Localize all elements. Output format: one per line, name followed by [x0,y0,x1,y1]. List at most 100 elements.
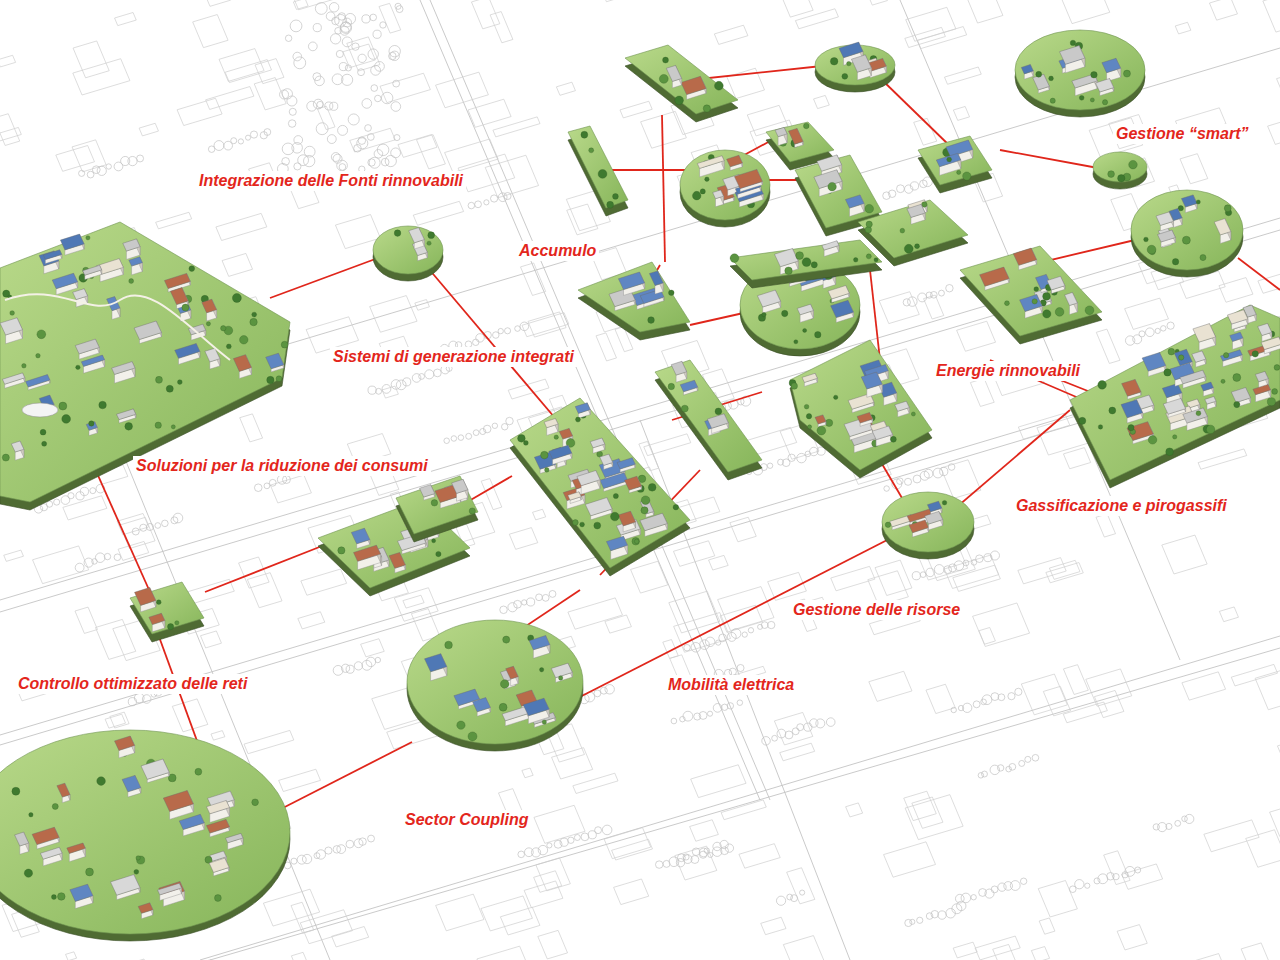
sketch-block [1031,947,1049,960]
sketch-tree [264,483,270,489]
sketch-block [869,671,912,701]
sketch-block [398,135,437,158]
tree-dot [542,720,546,724]
building-roof [81,355,104,366]
sketch-tree [997,765,1003,771]
feature-label: Sector Coupling [402,810,532,830]
sketch-tree [352,43,359,50]
building-roof [233,355,251,372]
building-roof [559,428,572,439]
sketch-tree [337,160,348,171]
tree-dot [715,408,722,415]
tree-dot [168,774,176,782]
building-roof [32,827,59,844]
red-link [428,268,555,418]
sketch-tree [1010,881,1020,891]
sketch-tree [1139,331,1145,337]
sketch-block [944,67,981,84]
sketch-tree [473,430,479,436]
tree-dot [853,258,857,262]
sketch-block [573,773,618,793]
sketch-block [332,927,369,947]
sketch-tree [79,170,85,176]
sketch-block [1270,805,1280,837]
sketch-block [975,936,1020,960]
sketch-tree [374,150,383,159]
sketch-tree [938,911,946,919]
tree-dot [811,262,817,268]
building-roof [158,883,182,895]
sketch-tree [339,63,347,71]
sketch-block [761,917,786,935]
building-roof [1162,384,1182,398]
tree-dot [613,194,619,200]
tree-dot [1179,355,1184,360]
building-roof [907,204,925,217]
site-plate [130,582,204,642]
sketch-tree [700,640,710,650]
sketch-block [1277,69,1280,97]
sketch-tree [1069,886,1076,893]
red-links [92,66,1280,812]
sketch-tree [536,594,543,601]
sketch-tree [785,731,793,739]
sketch-tree [737,700,743,706]
sketch-tree [905,919,912,926]
sketch-block [493,117,540,137]
sketch-block [301,569,347,595]
sketch-block [255,59,284,84]
building-roof [149,613,165,624]
tree-dot [785,267,793,275]
sketch-tree [940,467,948,475]
sketch-tree [721,704,727,710]
building-roof [681,76,706,94]
sketch-tree [290,20,302,32]
feature-label: Soluzioni per la riduzione dei consumi [133,456,431,476]
tree-dot [942,500,947,505]
tree-dot [436,551,441,556]
building-roof [164,273,190,288]
tree-dot [611,512,620,521]
tree-dot [137,856,145,864]
building-roof [851,55,871,72]
sketch-tree [373,30,381,38]
tree-dot [1055,308,1064,317]
disc-vignette [0,730,290,941]
sketch-tree [884,486,890,492]
tree-dot [1091,72,1098,79]
sketch-block [115,12,137,25]
plate-top [396,476,478,534]
sketch-tree [998,883,1006,891]
sketch-tree [605,685,614,694]
sketch-block [1241,943,1273,960]
sketch-block [413,201,463,225]
sketch-block [524,881,563,908]
feature-label: Mobilità elettrica [665,675,797,695]
sketch-tree [75,563,84,572]
tree-dot [1043,310,1051,318]
building-roof [1180,370,1206,384]
sketch-block [1125,298,1169,329]
sketch-tree [484,200,489,205]
sketch-tree [245,135,250,140]
sketch-block [970,378,994,406]
tree-dot [673,504,679,510]
site-plate [795,155,882,236]
building-roof [895,401,910,411]
sketch-block [1209,0,1237,20]
feature-label: Energie rinnovabili [933,361,1083,381]
sketch-tree [340,22,351,33]
feature-label: Gestione “smart” [1113,124,1251,144]
building-roof [452,479,468,493]
sketch-tree [787,894,793,900]
tree-dot [641,507,648,514]
tree-dot [1090,98,1094,102]
building-roof [544,419,558,428]
tree-dot [252,312,257,317]
sketch-tree [308,42,317,51]
tree-dot [177,380,182,385]
sketch-tree [359,838,366,845]
building-roof [666,65,681,81]
sketch-tree [542,594,549,601]
tree-dot [221,326,226,331]
